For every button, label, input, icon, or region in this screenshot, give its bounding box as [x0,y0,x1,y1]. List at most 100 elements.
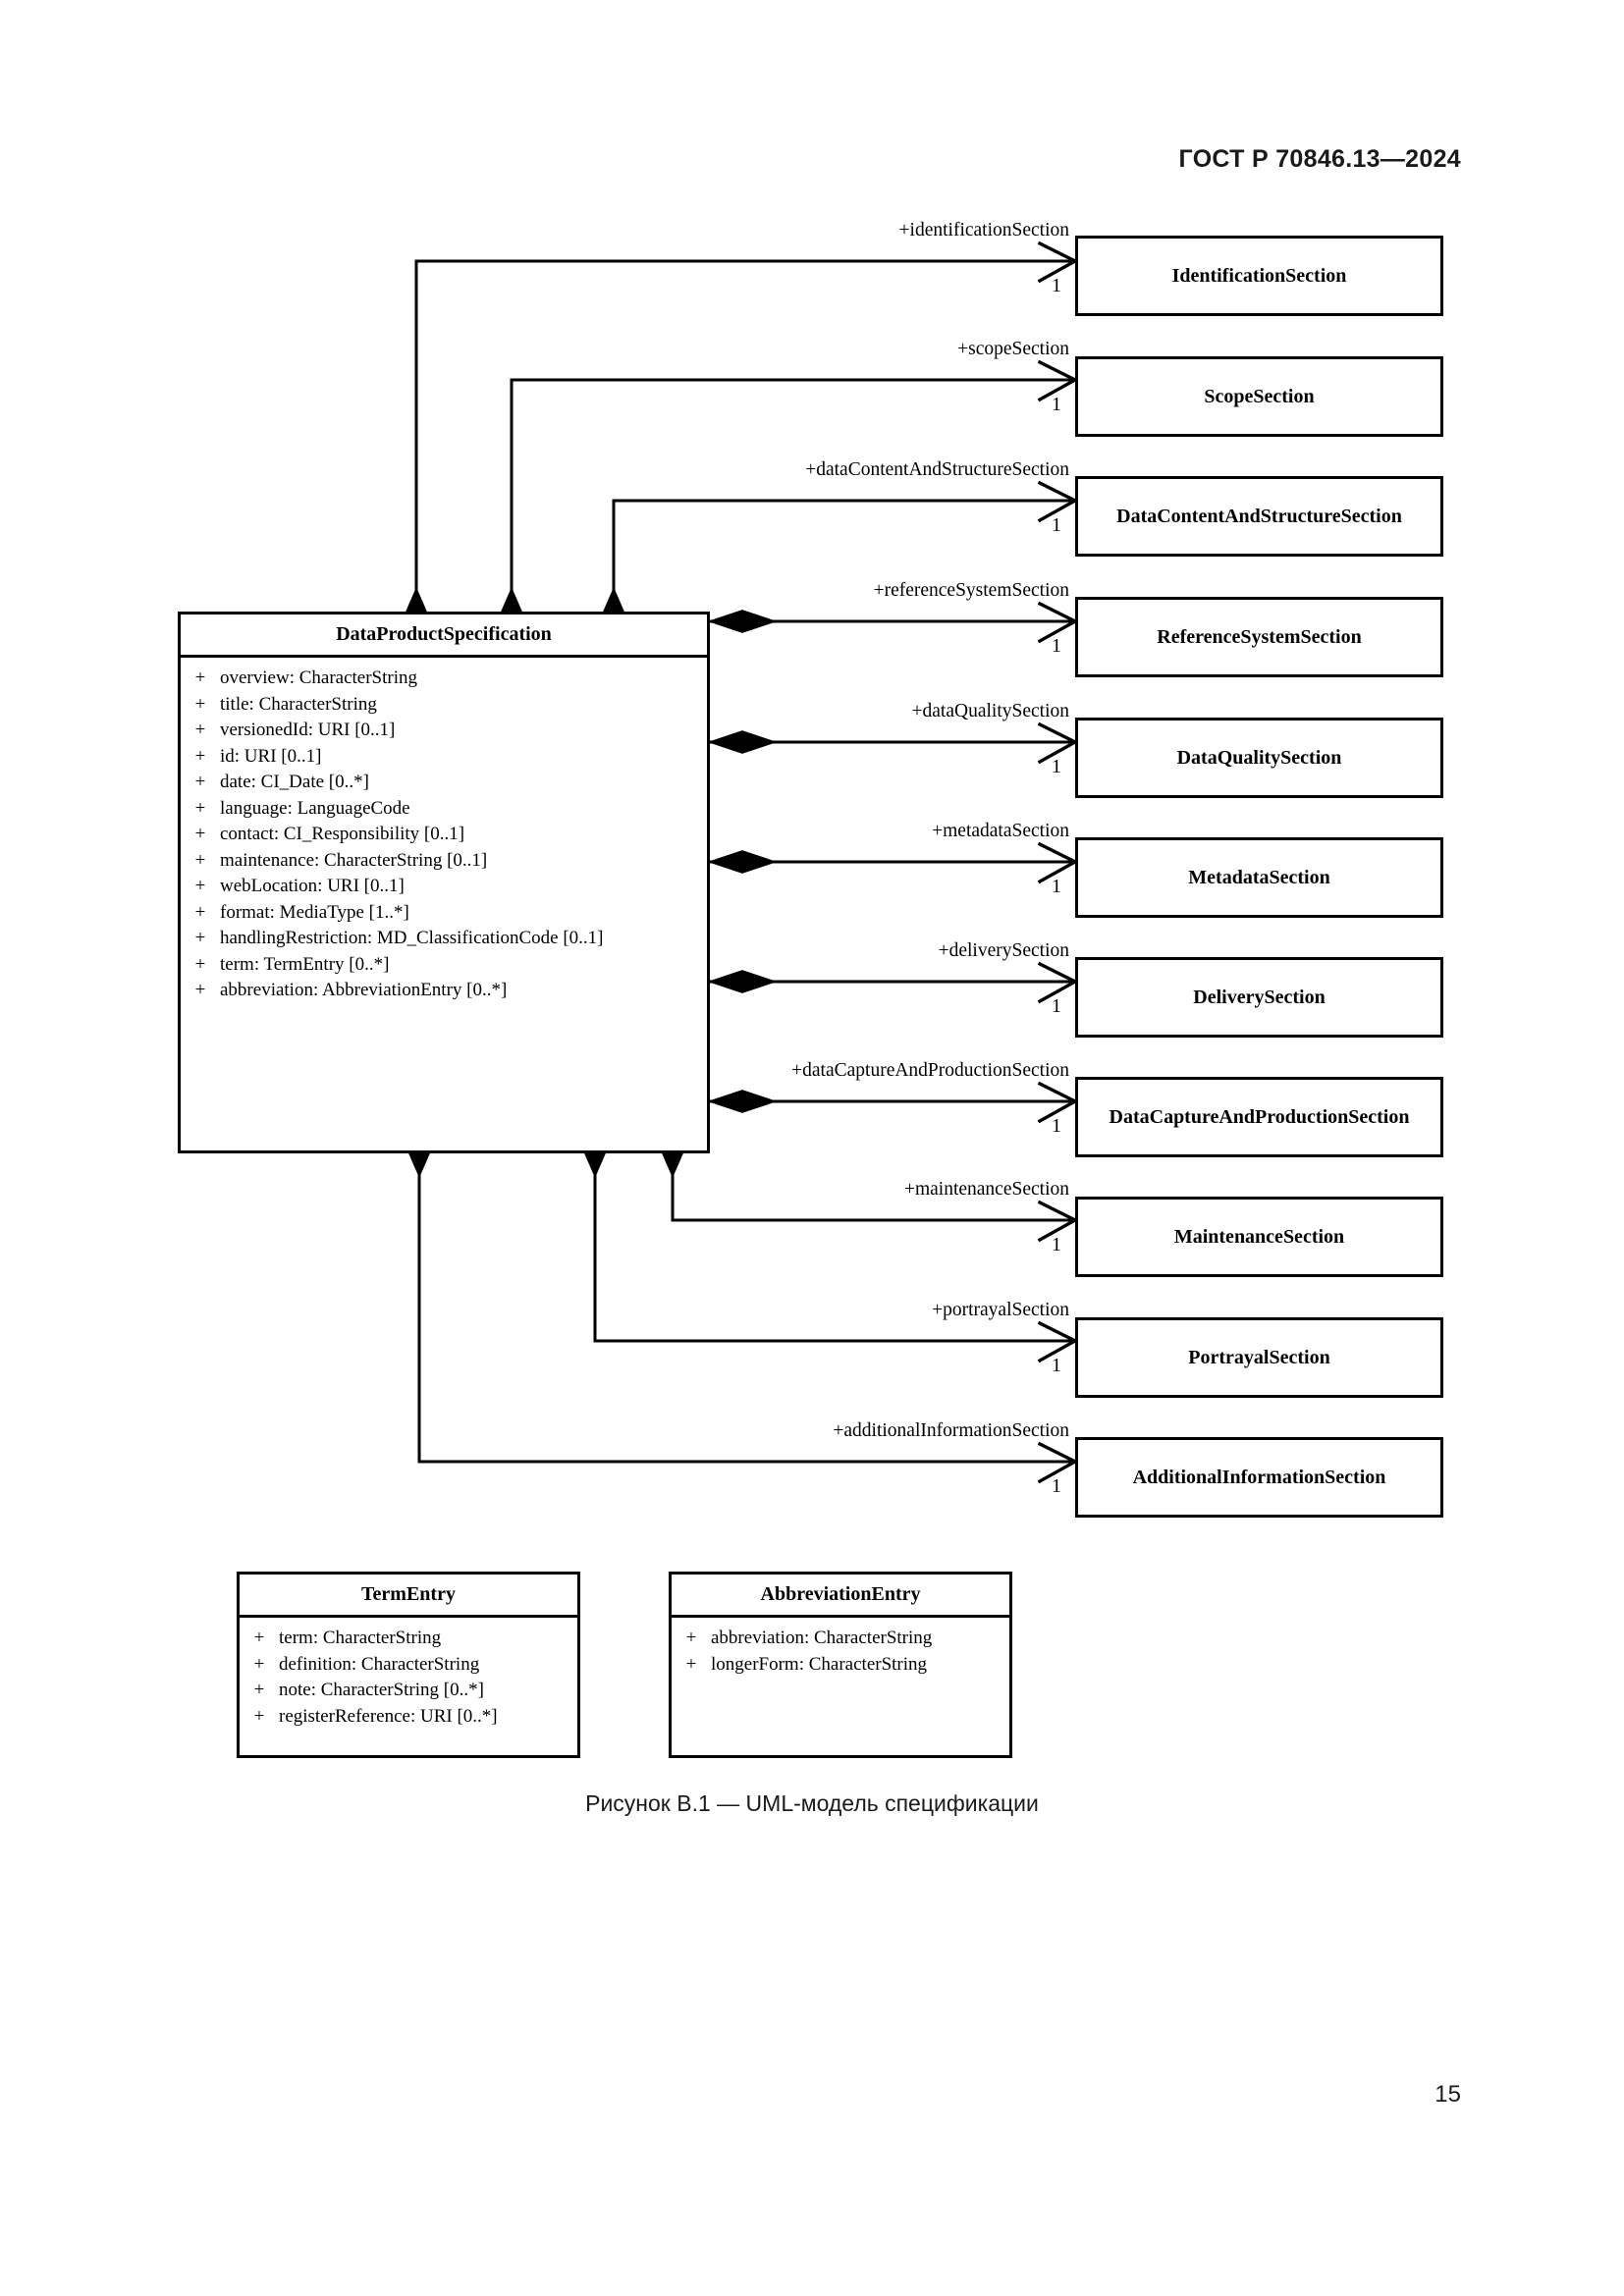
attribute-signature: maintenance: CharacterString [0..1] [220,849,488,871]
attribute-visibility: + [253,1653,265,1675]
attribute-row: + maintenance: CharacterString [0..1] [181,848,707,875]
class-title: DataProductSpecification [181,614,707,658]
wire-data-content-and-structure-section [612,499,1075,612]
attribute-signature: abbreviation: AbbreviationEntry [0..*] [220,980,508,1000]
uml-class-maintenance-section[interactable]: MaintenanceSection [1075,1197,1443,1277]
attribute-signature: longerForm: CharacterString [711,1653,928,1675]
attribute-row: + handlingRestriction: MD_ClassificationC… [181,926,707,952]
class-title: IdentificationSection [1171,264,1347,287]
attribute-signature: date: CI_Date [0..*] [220,772,369,792]
association-multiplicity: 1 [1052,1475,1061,1497]
uml-class-data-capture-and-production-section[interactable]: DataCaptureAndProductionSection [1075,1077,1443,1157]
attribute-visibility: + [194,745,206,767]
class-title: ScopeSection [1204,385,1315,407]
attribute-signature: id: URI [0..1] [220,745,322,767]
association-multiplicity: 1 [1052,1355,1061,1376]
attribute-signature: versionedId: URI [0..1] [220,720,396,740]
attribute-row: + registerReference: URI [0..*] [240,1704,577,1731]
association-role-label: +portrayalSection [932,1300,1069,1320]
uml-class-portrayal-section[interactable]: PortrayalSection [1075,1317,1443,1398]
diamond-reference-system-section [707,610,778,633]
attribute-visibility: + [194,928,206,948]
association-multiplicity: 1 [1052,394,1061,415]
association-multiplicity: 1 [1052,876,1061,897]
attribute-visibility: + [194,720,206,740]
association-role-label: +additionalInformationSection [833,1420,1069,1441]
attribute-visibility: + [253,1705,265,1727]
attribute-visibility: + [685,1628,697,1648]
attribute-row: + note: CharacterString [0..*] [240,1678,577,1704]
uml-class-term-entry[interactable]: TermEntry +term: CharacterString+definit… [237,1572,580,1758]
diamond-data-quality-section [707,730,778,754]
attribute-row: + language: LanguageCode [181,796,707,823]
association-multiplicity: 1 [1052,635,1061,657]
class-title: MetadataSection [1188,866,1330,888]
wire-portrayal-section [593,1153,1075,1343]
attribute-signature: overview: CharacterString [220,667,418,688]
attribute-list: + term: CharacterString +definition: Chara… [240,1618,577,1735]
uml-class-data-quality-section[interactable]: DataQualitySection [1075,718,1443,798]
association-multiplicity: 1 [1052,1115,1061,1137]
uml-class-scope-section[interactable]: ScopeSection [1075,356,1443,437]
diamond-data-capture-and-production-section [707,1090,778,1113]
attribute-signature: term: CharacterString [279,1628,442,1648]
attribute-visibility: + [253,1628,265,1648]
attribute-visibility: + [194,824,206,844]
attribute-row: + date: CI_Date [0..*] [181,770,707,796]
uml-class-data-product-specification[interactable]: DataProductSpecification + overview: Char… [178,612,710,1153]
attribute-row: +abbreviation: AbbreviationEntry [0..*] [181,978,707,1004]
attribute-visibility: + [194,953,206,975]
attribute-visibility: + [194,667,206,688]
figure-caption: Рисунок В.1 — UML-модель спецификации [585,1790,1039,1816]
attribute-row: + versionedId: URI [0..1] [181,718,707,744]
association-role-label: +maintenanceSection [903,1179,1069,1200]
attribute-row: + overview: CharacterString [181,666,707,692]
attribute-visibility: + [685,1653,697,1675]
uml-class-data-content-and-structure-section[interactable]: DataContentAndStructureSection [1075,476,1443,557]
association-multiplicity: 1 [1052,995,1061,1017]
diamond-delivery-section [707,970,778,993]
class-title: PortrayalSection [1188,1346,1330,1368]
attribute-signature: registerReference: URI [0..*] [279,1705,498,1727]
attribute-visibility: + [194,876,206,896]
class-title: ReferenceSystemSection [1157,625,1362,648]
attribute-signature: handlingRestriction: MD_ClassificationCo… [220,928,604,948]
class-title: DataCaptureAndProductionSection [1109,1105,1410,1128]
diamond-metadata-section [707,850,778,874]
association-multiplicity: 1 [1052,275,1061,296]
class-title: DataQualitySection [1176,746,1342,769]
attribute-signature: note: CharacterString [0..*] [279,1680,484,1700]
attribute-row: + title: CharacterString [181,692,707,719]
uml-class-identification-section[interactable]: IdentificationSection [1075,236,1443,316]
attribute-row: +definition: CharacterString [240,1652,577,1679]
standard-header: ГОСТ Р 70846.13—2024 [1178,145,1461,173]
uml-class-delivery-section[interactable]: DeliverySection [1075,957,1443,1038]
attribute-visibility: + [194,693,206,715]
uml-class-abbreviation-entry[interactable]: AbbreviationEntry +abbreviation: Charact… [669,1572,1012,1758]
attribute-visibility: + [253,1680,265,1700]
attribute-visibility: + [194,772,206,792]
attribute-row: + abbreviation: CharacterString [672,1626,1009,1652]
attribute-row: + longerForm: CharacterString [672,1652,1009,1679]
attribute-list: + overview: CharacterString + title: Charac… [181,658,707,1010]
attribute-signature: language: LanguageCode [220,797,410,819]
wire-identification-section [414,259,1075,612]
uml-class-additional-information-section[interactable]: AdditionalInformationSection [1075,1437,1443,1518]
wire-additional-information-section [417,1153,1075,1464]
attribute-list: + abbreviation: CharacterString + longerFor… [672,1618,1009,1683]
association-role-label: +referenceSystemSection [873,580,1069,601]
attribute-row: +format: MediaType [1..*] [181,900,707,927]
attribute-signature: term: TermEntry [0..*] [220,953,390,975]
attribute-signature: abbreviation: CharacterString [711,1628,933,1648]
attribute-visibility: + [194,849,206,871]
uml-class-metadata-section[interactable]: MetadataSection [1075,837,1443,918]
class-title: AdditionalInformationSection [1132,1466,1386,1488]
uml-class-reference-system-section[interactable]: ReferenceSystemSection [1075,597,1443,677]
association-role-label: +scopeSection [957,339,1069,359]
attribute-signature: format: MediaType [1..*] [220,901,409,923]
attribute-visibility: + [194,797,206,819]
attribute-signature: title: CharacterString [220,693,377,715]
class-title: DeliverySection [1193,986,1326,1008]
